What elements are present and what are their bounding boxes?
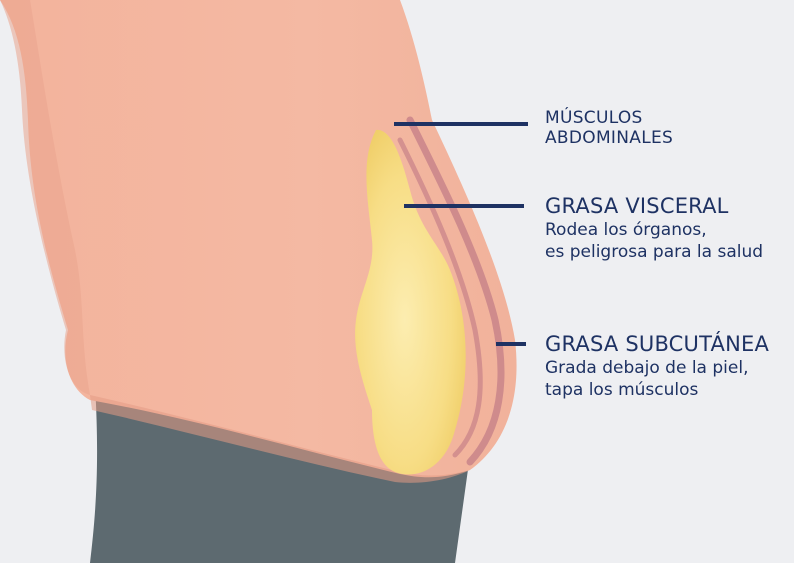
- label-subcutaneous-title: GRASA SUBCUTÁNEA: [545, 331, 769, 357]
- label-visceral-desc1: Rodea los órganos,: [545, 219, 763, 241]
- label-subcutaneous-fat: GRASA SUBCUTÁNEA Grada debajo de la piel…: [545, 331, 769, 401]
- label-subcutaneous-desc2: tapa los músculos: [545, 379, 769, 401]
- label-visceral-fat: GRASA VISCERAL Rodea los órganos, es pel…: [545, 193, 763, 263]
- label-muscles-line2: ABDOMINALES: [545, 128, 673, 148]
- label-muscles-line1: MÚSCULOS: [545, 108, 673, 128]
- label-visceral-title: GRASA VISCERAL: [545, 193, 763, 219]
- label-subcutaneous-desc1: Grada debajo de la piel,: [545, 357, 769, 379]
- label-visceral-desc2: es peligrosa para la salud: [545, 241, 763, 263]
- label-abdominal-muscles: MÚSCULOS ABDOMINALES: [545, 108, 673, 148]
